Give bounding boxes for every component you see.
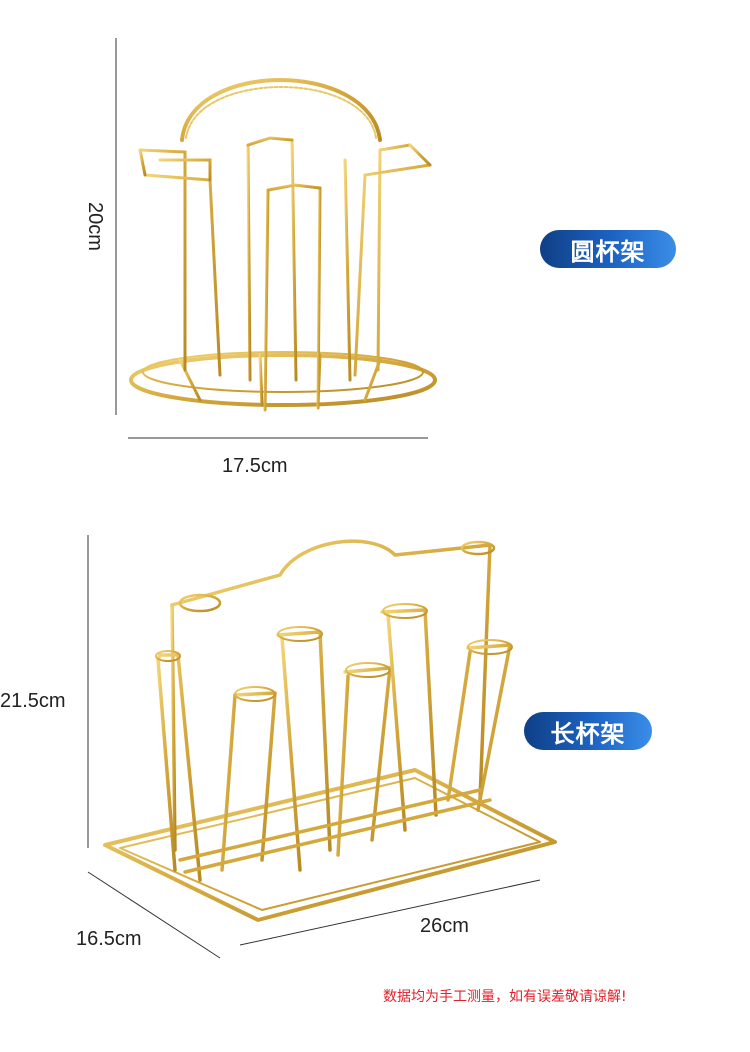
long-depth-label: 16.5cm: [76, 928, 142, 950]
round-width-label: 17.5cm: [222, 455, 288, 477]
round-height-label: 20cm: [83, 202, 106, 251]
long-rack-badge: 长杯架: [524, 712, 652, 750]
long-cup-rack-image: [103, 539, 557, 922]
long-depth-dimension-line: [87, 871, 221, 959]
measurement-disclaimer: 数据均为手工测量，如有误差敬请谅解!: [383, 989, 627, 1005]
round-cup-rack-image: [129, 78, 437, 412]
long-height-label: 21.5cm: [0, 690, 66, 712]
round-rack-badge: 圆杯架: [540, 230, 676, 268]
long-rack-badge-label: 长杯架: [550, 719, 626, 748]
long-width-dimension-line: [239, 879, 541, 946]
round-rack-badge-label: 圆杯架: [570, 237, 646, 266]
long-width-label: 26cm: [420, 915, 469, 937]
